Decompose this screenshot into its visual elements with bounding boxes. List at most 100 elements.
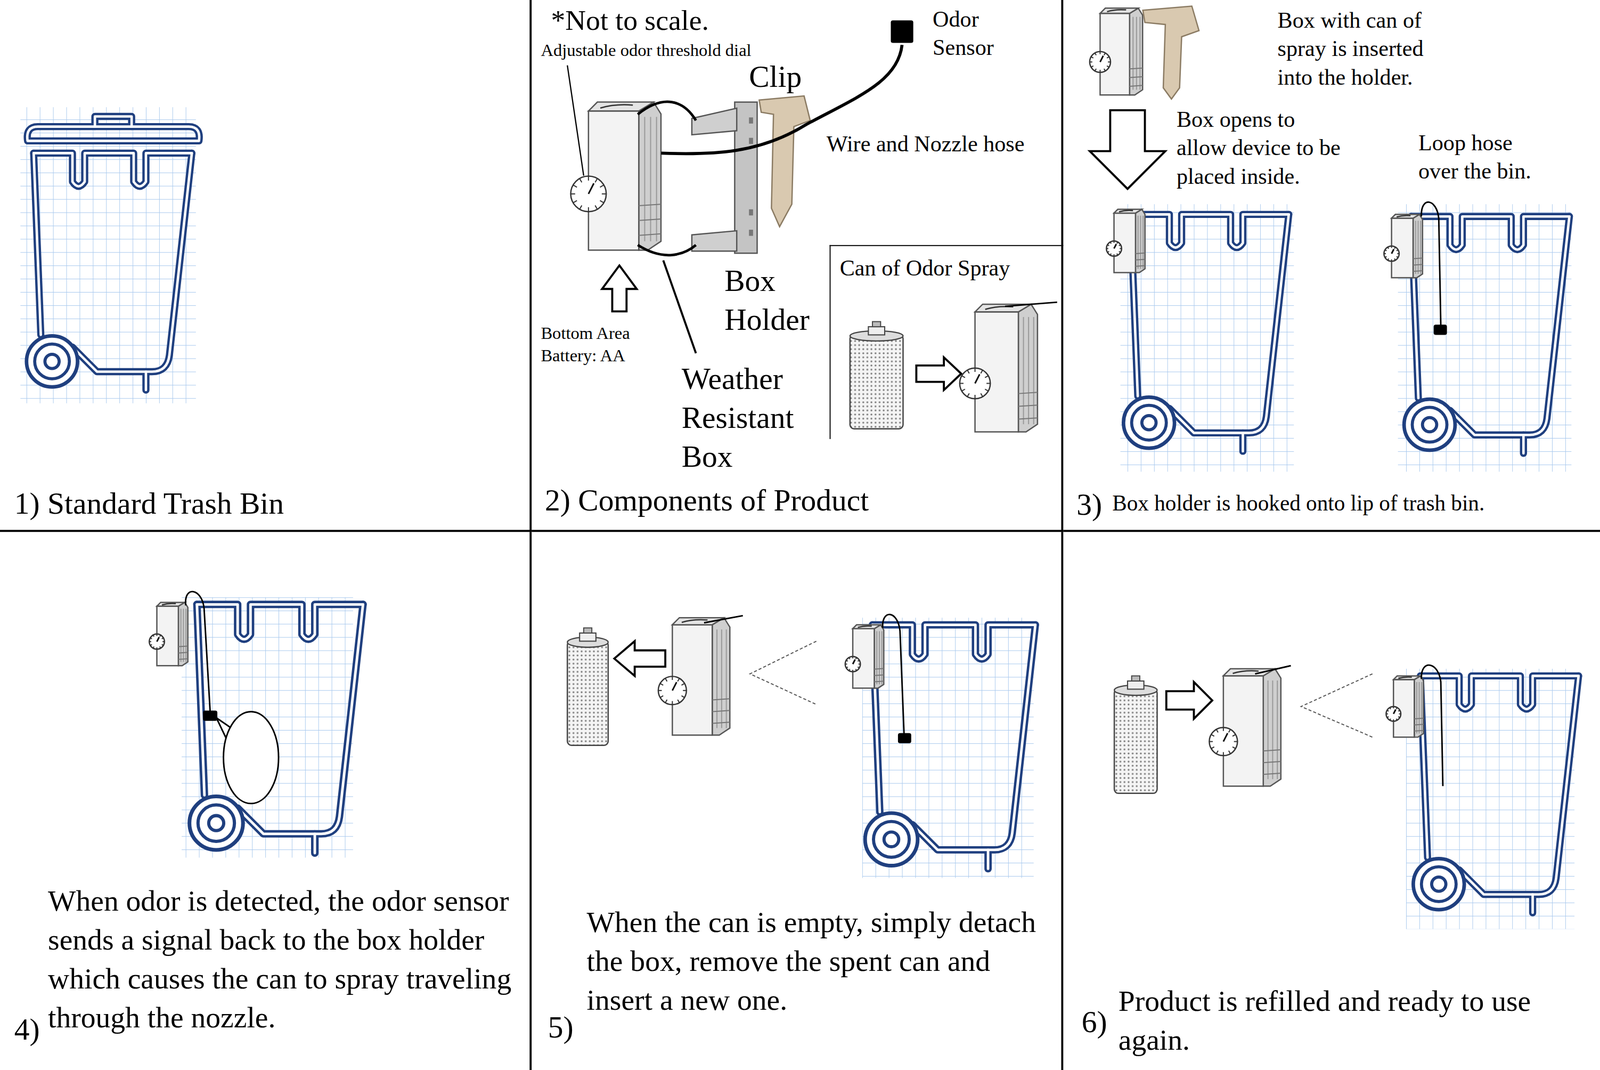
bin-outline (1520, 434, 1528, 453)
trash-bin (864, 624, 1036, 869)
spray-box (959, 304, 1038, 432)
wheel-hub (884, 831, 900, 847)
dial-tick (1211, 733, 1215, 736)
dial-tick (961, 375, 966, 378)
dial-tick (1394, 258, 1396, 260)
dial-tick (986, 382, 991, 384)
box-top (1393, 675, 1421, 680)
bin-outline-inner (1411, 216, 1570, 250)
dial-tick (852, 656, 854, 659)
dial-pointer (588, 183, 594, 194)
dial-tick (1106, 56, 1109, 59)
threshold-dial (1209, 727, 1238, 756)
dial-tick (1385, 713, 1388, 715)
zoom-lines (749, 640, 817, 705)
spray-can (567, 627, 609, 745)
dial-pointer (1114, 243, 1117, 249)
box-side (712, 617, 730, 735)
wheel (189, 795, 244, 850)
dial-tick (1109, 241, 1112, 244)
dial-tick (671, 675, 673, 680)
box-slot (1232, 670, 1259, 674)
bin-outline (197, 603, 364, 639)
dial-pointer (1223, 732, 1228, 742)
box-groove (1414, 717, 1424, 719)
step-number: 5) (548, 1008, 574, 1046)
spray-box (1106, 209, 1145, 273)
box-slot (1119, 210, 1133, 212)
box-groove (178, 645, 189, 647)
can-neck (579, 632, 597, 641)
box-front (1114, 213, 1136, 273)
dial-tick (671, 700, 673, 705)
step-description: Product is refilled and ready to use aga… (1118, 980, 1597, 1059)
box-ridge (1139, 215, 1141, 269)
dial-tick (149, 640, 152, 642)
wheel-ring (198, 804, 235, 842)
dial-tick (600, 200, 604, 203)
box-slot (161, 603, 176, 606)
dial-tick (1398, 709, 1400, 712)
nozzle-hose (1005, 301, 1058, 307)
dial-tick (665, 699, 667, 703)
box-groove (178, 658, 189, 659)
wheel (1413, 858, 1465, 910)
dial-tick (1228, 750, 1231, 754)
wheel (1403, 398, 1456, 451)
dial-tick (1113, 254, 1115, 257)
bin-outline-inner (313, 833, 317, 853)
dial-tick (984, 375, 989, 378)
box-side (638, 102, 661, 251)
box-ridge (1418, 681, 1420, 734)
box-groove (1263, 749, 1281, 751)
dial-pointer (975, 373, 981, 383)
box-ridge (725, 629, 728, 728)
dial-tick (855, 668, 857, 671)
dial-tick (1095, 68, 1097, 71)
box-groove (874, 680, 884, 682)
grid-paper (1398, 203, 1572, 472)
spray-box (1089, 7, 1143, 95)
nozzle-hose (704, 615, 744, 623)
box-groove (638, 203, 661, 206)
box-groove (1018, 404, 1038, 406)
box-groove (1413, 257, 1423, 259)
step-panel: 4)When odor is detected, the odor sensor… (0, 531, 532, 1070)
dial-tick (1113, 240, 1115, 243)
dial-tick (1107, 61, 1111, 63)
bin-outline (1420, 675, 1579, 709)
box-ridge (1137, 215, 1139, 269)
hollow-arrow (1089, 110, 1166, 190)
box-side (1414, 675, 1424, 737)
box-ridge (1419, 220, 1422, 274)
step-panel: 1) Standard Trash Bin (0, 0, 532, 532)
bin-outline (33, 152, 192, 186)
hollow-arrow (601, 265, 637, 312)
inset-title: Can of Odor Spray (839, 255, 1011, 283)
box-ridge (1276, 680, 1278, 779)
box-slot (1106, 9, 1126, 12)
bin-outline (311, 833, 319, 853)
wheel-hub (1431, 876, 1447, 892)
dial-tick (855, 657, 857, 659)
wheel-hub (208, 815, 224, 831)
nozzle-hose (1254, 665, 1291, 674)
box-groove (1413, 270, 1423, 272)
part-label: Odor Sensor (932, 5, 1010, 63)
odor-sensor (891, 20, 914, 43)
box-ridge (1417, 220, 1419, 274)
dial-tick (1388, 247, 1390, 249)
dial-tick (1109, 253, 1112, 256)
dial-pointer (672, 681, 677, 691)
threshold-dial (658, 675, 687, 705)
part-label: Bottom Area Battery: AA (540, 322, 649, 367)
dial-pointer (1099, 55, 1104, 63)
box-slot (681, 619, 708, 623)
dial-tick (570, 193, 576, 195)
box-slot (600, 104, 633, 108)
bin-outline (1529, 893, 1537, 912)
box-top (1099, 7, 1139, 14)
box-groove (178, 651, 189, 653)
inset-box: Can of Odor Spray (829, 245, 1064, 439)
dial-pointer (156, 637, 159, 642)
